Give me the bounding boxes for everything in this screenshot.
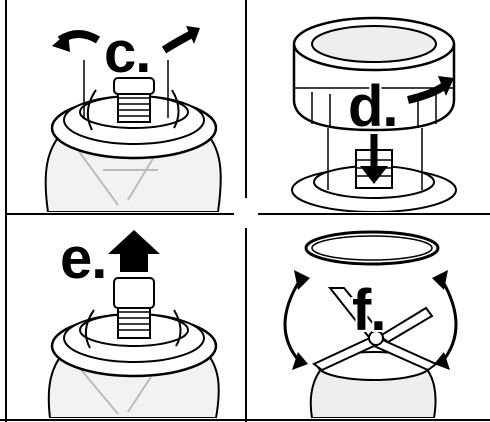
sealing-ring xyxy=(306,232,438,264)
rotate-arrow-left-icon xyxy=(285,280,300,362)
blade-right xyxy=(380,308,432,342)
step-label-d: d. xyxy=(348,78,398,136)
step-label-c: c. xyxy=(104,24,150,82)
step-label-e: e. xyxy=(60,230,106,288)
panel-step-d: d. xyxy=(248,0,490,212)
panel-step-e: e. xyxy=(8,216,244,418)
rotate-arrow-right-icon xyxy=(164,34,192,50)
step-label-f: f. xyxy=(352,282,385,340)
spindle-thread xyxy=(118,92,150,122)
up-arrow-icon xyxy=(120,252,148,272)
spindle-thread xyxy=(118,306,150,338)
rotate-arrow-right-icon xyxy=(442,280,456,362)
panel-step-c: c. xyxy=(8,0,244,212)
step-e-illustration xyxy=(8,216,244,418)
panel-step-f: f. xyxy=(248,216,490,418)
spindle-nut xyxy=(114,278,154,308)
